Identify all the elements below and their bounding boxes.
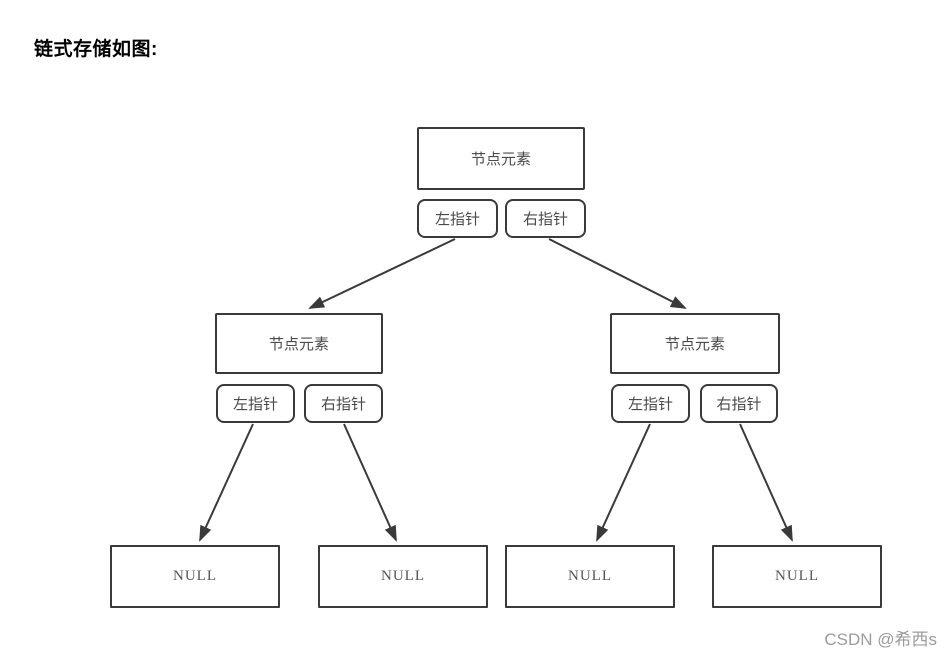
null-leaf-box-2: NULL xyxy=(318,545,488,608)
left-child-element-box: 节点元素 xyxy=(215,313,383,374)
root-right-pointer-box: 右指针 xyxy=(505,199,586,238)
null-leaf-box-1: NULL xyxy=(110,545,280,608)
null-leaf-box-3: NULL xyxy=(505,545,675,608)
root-node-element-box: 节点元素 xyxy=(417,127,585,190)
csdn-watermark: CSDN @希西s xyxy=(824,630,937,649)
arrow-left-child-left-to-null-1 xyxy=(199,423,254,542)
root-left-pointer-box: 左指针 xyxy=(417,199,498,238)
right-child-element-box: 节点元素 xyxy=(610,313,780,374)
arrow-right-child-right-to-null-4 xyxy=(739,423,793,542)
arrow-right-child-left-to-null-3 xyxy=(596,423,651,542)
right-child-right-pointer-box: 右指针 xyxy=(700,384,778,423)
left-child-right-pointer-box: 右指针 xyxy=(304,384,383,423)
page-title: 链式存储如图: xyxy=(34,39,158,60)
left-child-left-pointer-box: 左指针 xyxy=(216,384,295,423)
right-child-left-pointer-box: 左指针 xyxy=(611,384,690,423)
arrow-left-child-right-to-null-2 xyxy=(343,423,397,542)
arrow-root-left-to-left-child xyxy=(308,238,456,309)
arrow-root-right-to-right-child xyxy=(548,238,687,309)
null-leaf-box-4: NULL xyxy=(712,545,882,608)
